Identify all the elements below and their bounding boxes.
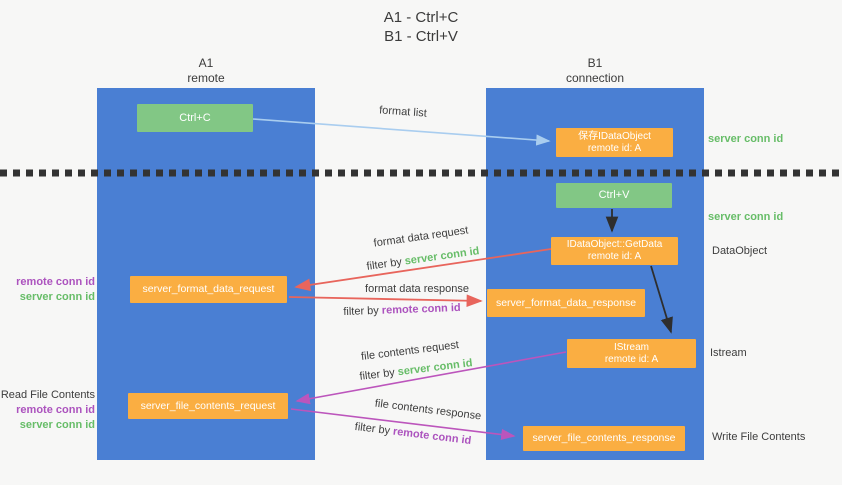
lane-b1-name: B1 [587,56,603,70]
lane-header-a1: A1 remote [146,56,266,86]
server-format-data-request-label: server_format_data_request [142,283,275,295]
left-read-stack: Read File Contents remote conn id server… [1,388,95,433]
filter-by-text: filter by [365,256,403,273]
label-server-conn-id-top: server conn id [708,133,784,145]
ctrl-c-label: Ctrl+C [179,111,211,124]
lane-header-b1: B1 connection [535,56,655,86]
lane-b1-sub: connection [565,71,625,85]
node-server-file-contents-response: server_file_contents_response [523,426,685,451]
filter-by-text: filter by [358,366,396,383]
label-dataobject: DataObject [712,245,768,257]
ctrl-v-label: Ctrl+V [598,189,630,201]
label-server-conn-id-1: server conn id [19,291,95,303]
edge-label-file-contents-response: file contents response [374,397,482,423]
label-server-conn-id-2: server conn id [19,419,95,431]
server-file-contents-request-label: server_file_contents_request [140,399,276,412]
save-idataobject-line2: remote id: A [587,142,642,154]
filter-by-text: filter by [354,420,391,438]
node-server-file-contents-request: server_file_contents_request [128,393,288,419]
remote-conn-id-text: remote conn id [381,301,461,317]
left-conn-id-stack-1: remote conn id server conn id [16,275,95,305]
server-file-contents-response-label: server_file_contents_response [532,432,676,444]
label-write-file-contents: Write File Contents [712,431,806,443]
node-ctrl-v: Ctrl+V [556,183,672,208]
label-istream: Istream [710,347,747,359]
node-idataobject-getdata: IDataObject::GetData remote id: A [551,237,678,265]
title-line-2: B1 - Ctrl+V [384,28,458,45]
filter-by-text: filter by [343,304,380,319]
server-format-data-response-label: server_format_data_response [495,296,637,309]
lane-a1-name: A1 [198,56,214,70]
node-ctrl-c: Ctrl+C [137,104,253,132]
server-conn-id-text: server conn id [397,357,474,379]
edge-label-format-list: format list [378,104,428,120]
istream-line1: IStream [613,341,649,353]
remote-conn-id-text: remote conn id [392,425,472,448]
save-idataobject-line1: 保存IDataObject [578,130,651,142]
label-server-conn-id-mid: server conn id [708,211,784,223]
node-server-format-data-request: server_format_data_request [130,276,287,303]
arrow-format-data-response [288,294,483,307]
node-istream: IStream remote id: A [567,339,696,368]
getdata-line2: remote id: A [587,251,642,262]
getdata-line1: IDataObject::GetData [566,239,663,250]
label-remote-conn-id-1: remote conn id [16,276,95,288]
label-read-file-contents: Read File Contents [0,389,95,401]
title-line-1: A1 - Ctrl+C [383,9,459,26]
node-server-format-data-response: server_format_data_response [487,289,645,317]
server-conn-id-text: server conn id [403,245,481,268]
diagram-title: A1 - Ctrl+C B1 - Ctrl+V [0,8,842,46]
node-save-idataobject: 保存IDataObject remote id: A [556,128,673,157]
lane-a1-sub: remote [187,71,225,85]
istream-line2: remote id: A [604,353,659,365]
edge-label-format-data-response: format data response [365,283,469,295]
label-remote-conn-id-2: remote conn id [16,404,95,416]
